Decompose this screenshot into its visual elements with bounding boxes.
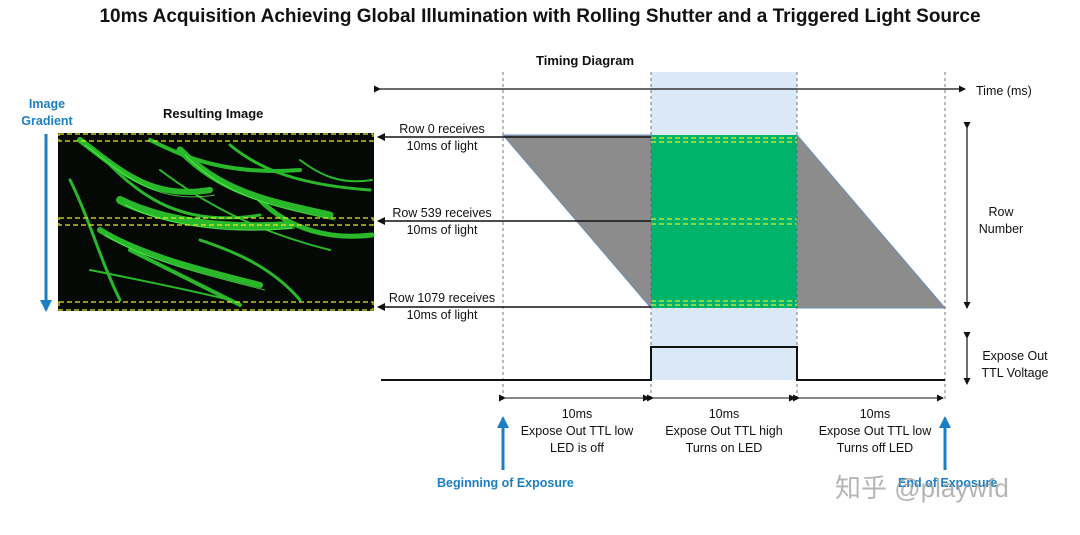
watermark: 知乎 @playwfd — [835, 473, 1009, 503]
end-of-exposure-label: End of Exposure — [898, 476, 998, 490]
phase-3-label: Expose Out TTL low Turns off LED — [818, 424, 932, 455]
phase-3-duration: 10ms — [859, 407, 891, 421]
beginning-of-exposure-label: Beginning of Exposure — [437, 476, 574, 490]
time-markers — [502, 72, 946, 400]
row-number-label: Row Number — [978, 205, 1024, 236]
image-gradient-label: Image Gradient — [21, 97, 73, 128]
time-axis-label: Time (ms) — [976, 84, 1032, 98]
expose-out-label: Expose Out TTL Voltage — [981, 349, 1049, 380]
phase-2-label: Expose Out TTL high Turns on LED — [665, 424, 783, 455]
row-1079-label: Row 1079 receives 10ms of light — [388, 291, 496, 322]
resulting-image — [58, 133, 375, 311]
row-539-label: Row 539 receives 10ms of light — [392, 206, 492, 237]
green-row-markers — [651, 137, 797, 306]
ttl-signal — [381, 346, 945, 381]
phase-1-label: Expose Out TTL low LED is off — [520, 424, 634, 455]
phase-2-duration: 10ms — [708, 407, 740, 421]
row-0-label: Row 0 receives 10ms of light — [399, 122, 485, 153]
led-illumination-block — [651, 135, 797, 308]
shutter-end-ramp — [796, 133, 947, 309]
phase-1-duration: 10ms — [561, 407, 593, 421]
resulting-image-heading: Resulting Image — [163, 106, 264, 121]
timing-diagram-heading: Timing Diagram — [536, 53, 635, 68]
page-title: 10ms Acquisition Achieving Global Illumi… — [99, 6, 981, 27]
row-arrows — [377, 133, 651, 311]
